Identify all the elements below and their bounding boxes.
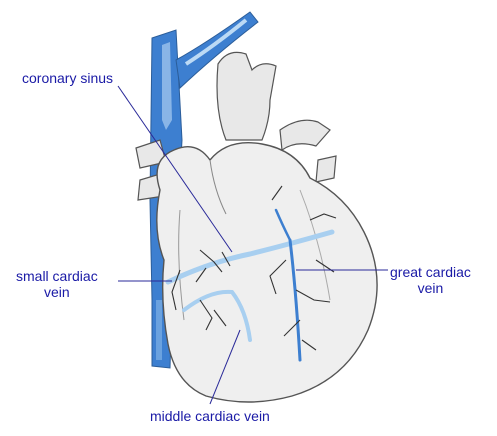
- label-great-cardiac-vein: great cardiac vein: [390, 264, 471, 296]
- heart-body: [156, 142, 378, 403]
- middle-cardiac-vein-pointer: [209, 329, 241, 405]
- upper-vessel: [175, 11, 259, 90]
- aorta: [135, 51, 337, 201]
- great-cardiac-vein-line1: great cardiac: [390, 264, 471, 280]
- label-middle-cardiac-vein: middle cardiac vein: [150, 408, 270, 424]
- small-cardiac-vein-line1: small cardiac: [16, 268, 98, 284]
- pointer-lines: [117, 85, 388, 405]
- small-cardiac-vein-line2: vein: [44, 284, 70, 300]
- coronary-sinus-pointer: [117, 85, 233, 253]
- coronary-sinus-text: coronary sinus: [22, 70, 114, 86]
- coronary-veins: [165, 208, 335, 362]
- vein-branches: [171, 185, 337, 351]
- label-small-cardiac-vein: small cardiac vein: [16, 268, 98, 300]
- great-cardiac-vein-line2: vein: [417, 280, 444, 296]
- label-coronary-sinus: coronary sinus: [22, 70, 113, 86]
- middle-cardiac-vein-text: middle cardiac vein: [150, 408, 270, 424]
